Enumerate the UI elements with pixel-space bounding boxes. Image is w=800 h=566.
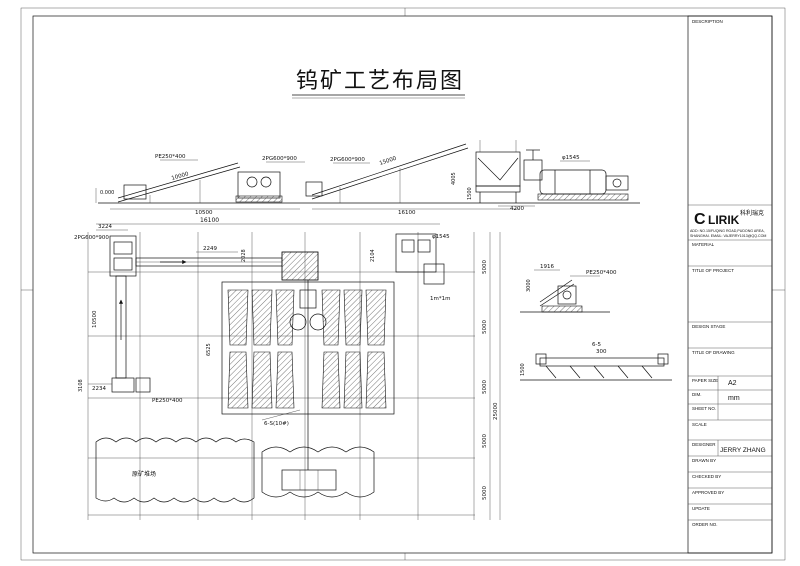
- tb-update-label: UPDATE: [692, 506, 710, 511]
- dim-plan-3224: 3224: [98, 224, 112, 230]
- tb-stage-label: DESIGN STAGE: [692, 324, 725, 329]
- conv1-length: 10000: [171, 171, 190, 182]
- roller-crusher-2-label: 2PG600*900: [330, 157, 365, 163]
- tb-material-label: MATERIAL: [692, 242, 715, 247]
- dim-side-1916: 1916: [540, 264, 554, 270]
- dim-plan-16100: 16100: [200, 217, 219, 224]
- tb-approved-label: APPROVED BY: [692, 490, 724, 495]
- dim-plan-2028: 2028: [241, 249, 247, 262]
- plan-view: 16100 3224 2PG600*900 2249 2028 2104 105…: [74, 217, 501, 520]
- dim-plan-5000b: 5000: [482, 320, 488, 334]
- dim-plan-2249: 2249: [203, 246, 217, 252]
- tb-dim-label: DIM.: [692, 392, 702, 397]
- dim-h-1500: 1500: [467, 187, 473, 200]
- roller-crusher-1-label: 2PG600*900: [262, 156, 297, 162]
- tables-count-label: 6-S(10#): [264, 421, 289, 427]
- dim-side-300: 300: [596, 349, 607, 355]
- side-jaw-label: PE250*400: [586, 270, 617, 276]
- dim-side-3000: 3000: [526, 279, 532, 292]
- tb-drawn-label: DRAWN BY: [692, 458, 716, 463]
- tb-order-label: ORDER NO.: [692, 522, 718, 527]
- shaking-tables: [221, 280, 395, 470]
- dim-plan-2234: 2234: [92, 386, 106, 392]
- roller-plan-label: 2PG600*900: [74, 235, 109, 241]
- side-view-tables: 6-5 300 1500: [520, 342, 672, 381]
- dim-plan-6525: 6525: [206, 343, 212, 356]
- ball-mill-label: φ1545: [562, 155, 580, 161]
- tb-designer-label: DESIGNER: [692, 442, 716, 447]
- tb-unit-value: mm: [728, 395, 740, 402]
- elevation-view: 10000 PE250*400 2PG600*900 0.000 10500 1…: [95, 140, 640, 216]
- tb-scale-label: SCALE: [692, 422, 707, 427]
- title-block: DESCRIPTION C LIRIK 科利瑞克 ADD: NO.15/FUQI…: [687, 15, 773, 554]
- tb-paper-size-label: PAPER SIZE: [692, 378, 718, 383]
- ore-yard-outline: [95, 437, 255, 503]
- dim-plan-2104: 2104: [370, 249, 376, 262]
- tb-description-label: DESCRIPTION: [692, 19, 723, 24]
- dim-plan-5000d: 5000: [482, 434, 488, 448]
- ball-mill-plan-label: φ1545: [432, 234, 450, 240]
- dim-side-1500: 1500: [520, 363, 526, 376]
- dim-h-zero: 0.000: [100, 190, 114, 196]
- tb-address-2: SHANGHAI. EMAIL: VAJERRY1013@QQ.COM: [690, 234, 766, 238]
- dim-h-4200: 4200: [510, 206, 524, 212]
- logo-cn: 科利瑞克: [740, 209, 764, 217]
- dim-side-6-5: 6-5: [592, 342, 601, 348]
- dim-plan-5000c: 5000: [482, 380, 488, 394]
- tb-checked-label: CHECKED BY: [692, 474, 721, 479]
- jaw-crusher-label: PE250*400: [155, 154, 186, 160]
- tb-sheet-label: SHEET NO.: [692, 406, 716, 411]
- dim-plan-3108: 3108: [78, 379, 84, 392]
- dim-plan-25000: 25000: [493, 402, 499, 420]
- dim-conv2-span: 16100: [398, 210, 416, 216]
- tb-project-label: TITLE OF PROJECT: [692, 268, 734, 273]
- outer-border: [20, 7, 786, 561]
- logo-mark: C: [694, 211, 706, 228]
- tb-designer-name: JERRY ZHANG: [720, 447, 766, 454]
- side-view-crusher: PE250*400 1916 3000: [520, 264, 617, 313]
- conv2-length: 15000: [379, 156, 398, 167]
- drawing-title: 钨矿工艺布局图: [296, 69, 464, 94]
- dim-plan-5000a: 5000: [482, 260, 488, 274]
- tb-paper-size-value: A2: [728, 380, 737, 387]
- dim-conv1-span: 10500: [195, 210, 213, 216]
- area-1m-label: 1m*1m: [430, 296, 450, 302]
- tb-drawing-title-label: TITLE OF DRAWING: [692, 350, 735, 355]
- ore-yard-label: 原矿堆场: [132, 470, 156, 478]
- jaw-plan-label: PE250*400: [152, 398, 183, 404]
- logo-text: LIRIK: [708, 213, 740, 227]
- dim-h-4005: 4005: [451, 172, 457, 185]
- dim-plan-5000e: 5000: [482, 486, 488, 500]
- tb-address-1: ADD: NO.15/FUQING ROAD,PUDONG AREA,: [690, 229, 765, 233]
- dim-plan-10500: 10500: [92, 310, 98, 328]
